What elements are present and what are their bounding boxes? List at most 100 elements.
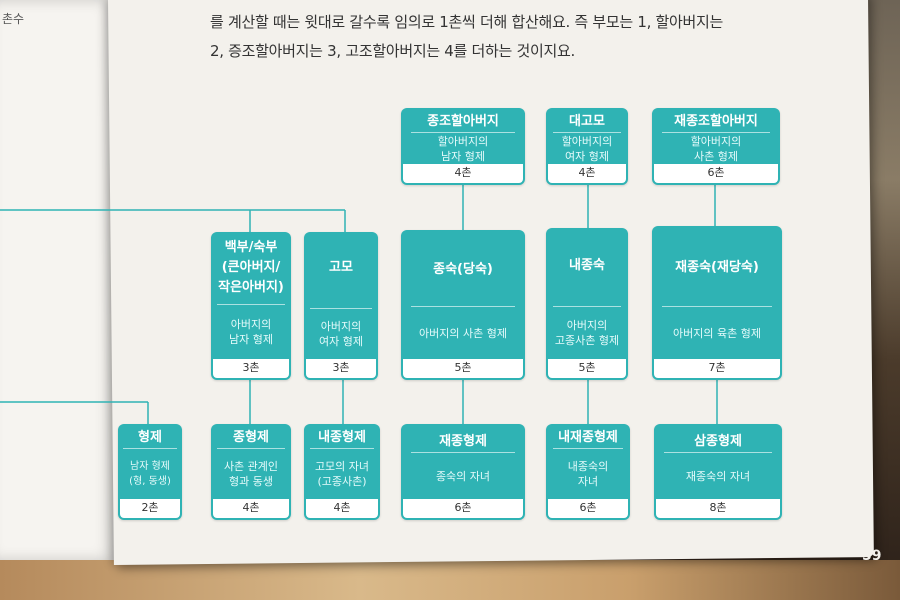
box-separator bbox=[410, 452, 516, 453]
box-desc: 아버지의 사촌 형제 bbox=[419, 326, 507, 340]
box-desc-line: 할아버지의 bbox=[561, 134, 613, 148]
box-desc-line: 남자 형제 bbox=[229, 333, 273, 346]
box-chon: 5촌 bbox=[548, 359, 626, 378]
box-desc-line: 사촌 형제 bbox=[694, 149, 738, 163]
box-chon: 3촌 bbox=[213, 359, 289, 378]
box-desc-line: 여자 형제 bbox=[565, 149, 609, 163]
box-baekbu-sukbu: 백부/숙부 (큰아버지/ 작은아버지) 아버지의 남자 형제 3촌 bbox=[211, 232, 291, 380]
box-separator bbox=[552, 306, 622, 307]
box-chon: 4촌 bbox=[403, 164, 523, 183]
box-name: 재종조할아버지 bbox=[674, 114, 758, 129]
box-name: 재종형제 bbox=[439, 434, 487, 449]
box-desc: 사촌 관계인 형과 동생 bbox=[220, 449, 282, 499]
box-chon: 5촌 bbox=[403, 359, 523, 378]
box-separator bbox=[552, 448, 624, 449]
page-number: 59 bbox=[862, 548, 882, 564]
box-desc: 아버지의 고종사촌 형제 bbox=[551, 307, 623, 359]
box-jaejongjo-harabeoji: 재종조할아버지 할아버지의 사촌 형제 6촌 bbox=[652, 108, 780, 185]
box-chon: 7촌 bbox=[654, 359, 780, 378]
box-chon: 8촌 bbox=[656, 499, 780, 518]
box-desc: 남자 형제 (형, 동생) bbox=[125, 449, 175, 499]
box-desc-line: 남자 형제 bbox=[441, 149, 485, 163]
box-separator bbox=[410, 306, 516, 307]
intro-line-1: 를 계산할 때는 윗대로 갈수록 임의로 1촌씩 더해 합산해요. 즉 부모는 … bbox=[210, 13, 724, 31]
box-desc-line: (형, 동생) bbox=[129, 476, 171, 487]
box-jaejonghyeongje: 재종형제 종숙의 자녀 6촌 bbox=[401, 424, 525, 520]
box-separator bbox=[662, 306, 772, 307]
box-desc-line: 여자 형제 bbox=[319, 335, 363, 348]
box-name: 종숙(당숙) bbox=[433, 262, 493, 277]
box-chon: 6촌 bbox=[654, 164, 778, 183]
box-desc-line: 할아버지의 bbox=[690, 134, 742, 148]
box-desc: 할아버지의 여자 형제 bbox=[558, 133, 617, 164]
box-separator bbox=[410, 132, 516, 133]
background-table bbox=[0, 560, 900, 600]
box-chon: 4촌 bbox=[213, 499, 289, 518]
box-name-line: 백부/숙부 bbox=[224, 240, 278, 255]
box-desc-line: 아버지의 bbox=[230, 318, 272, 331]
box-desc-line: 고모의 자녀 bbox=[314, 460, 370, 473]
box-name: 내재종형제 bbox=[558, 430, 618, 445]
box-desc-line: 사촌 관계인 bbox=[223, 460, 279, 473]
box-chon: 4촌 bbox=[306, 499, 378, 518]
box-name-line: 작은아버지) bbox=[218, 280, 284, 295]
box-gomo: 고모 아버지의 여자 형제 3촌 bbox=[304, 232, 378, 380]
box-desc: 종숙의 자녀 bbox=[435, 469, 491, 483]
box-separator bbox=[664, 452, 772, 453]
box-naejaejonghyeongje: 내재종형제 내종숙의 자녀 6촌 bbox=[546, 424, 630, 520]
box-desc-line: 형과 동생 bbox=[229, 475, 273, 488]
box-jeungjo-harabeoji: 종조할아버지 할아버지의 남자 형제 4촌 bbox=[401, 108, 525, 185]
box-name-line: (큰아버지/ bbox=[221, 260, 281, 275]
box-jonghyeongje: 종형제 사촌 관계인 형과 동생 4촌 bbox=[211, 424, 291, 520]
box-jongsuk: 종숙(당숙) 아버지의 사촌 형제 5촌 bbox=[401, 230, 525, 380]
box-naejongsuk: 내종숙 아버지의 고종사촌 형제 5촌 bbox=[546, 228, 628, 380]
box-desc-line: (고종사촌) bbox=[317, 475, 367, 488]
box-separator bbox=[309, 308, 373, 309]
box-name: 삼종형제 bbox=[694, 434, 742, 449]
box-name: 대고모 bbox=[569, 114, 605, 129]
box-separator bbox=[552, 132, 622, 133]
box-naejonghyeongje: 내종형제 고모의 자녀 (고종사촌) 4촌 bbox=[304, 424, 380, 520]
box-desc-line: 고종사촌 형제 bbox=[554, 334, 620, 347]
box-chon: 3촌 bbox=[306, 359, 376, 378]
box-separator bbox=[662, 132, 770, 133]
box-chon: 4촌 bbox=[548, 164, 626, 183]
box-desc: 고모의 자녀 (고종사촌) bbox=[311, 449, 373, 499]
box-name: 내종형제 bbox=[318, 430, 366, 445]
box-name: 형제 bbox=[138, 430, 162, 445]
box-name: 고모 bbox=[329, 260, 353, 275]
box-hyeongje: 형제 남자 형제 (형, 동생) 2촌 bbox=[118, 424, 182, 520]
box-name: 내종숙 bbox=[569, 258, 605, 273]
box-separator bbox=[217, 304, 285, 305]
box-desc: 내종숙의 자녀 bbox=[564, 449, 612, 499]
box-chon: 6촌 bbox=[548, 499, 628, 518]
box-separator bbox=[310, 448, 374, 449]
box-desc: 아버지의 여자 형제 bbox=[315, 309, 367, 359]
box-desc: 아버지의 육촌 형제 bbox=[673, 326, 761, 340]
box-desc-line: 남자 형제 bbox=[130, 461, 170, 472]
box-desc: 재종숙의 자녀 bbox=[685, 469, 751, 483]
box-desc: 할아버지의 남자 형제 bbox=[434, 133, 493, 164]
box-desc-line: 아버지의 bbox=[566, 319, 608, 332]
box-desc-line: 아버지의 bbox=[320, 320, 362, 333]
box-desc-line: 내종숙의 bbox=[567, 460, 609, 473]
box-daego: 대고모 할아버지의 여자 형제 4촌 bbox=[546, 108, 628, 185]
box-name: 재종숙(재당숙) bbox=[675, 260, 759, 275]
box-desc-line: 할아버지의 bbox=[437, 134, 489, 148]
box-separator bbox=[217, 448, 285, 449]
box-name: 종형제 bbox=[233, 430, 269, 445]
box-name: 백부/숙부 (큰아버지/ 작은아버지) bbox=[214, 232, 288, 298]
left-page: 촌수 bbox=[0, 0, 118, 560]
left-page-fragment: 촌수 bbox=[2, 12, 25, 26]
box-desc: 할아버지의 사촌 형제 bbox=[687, 133, 746, 164]
intro-line-2: 2, 증조할아버지는 3, 고조할아버지는 4를 더하는 것이지요. bbox=[210, 42, 575, 60]
box-chon: 6촌 bbox=[403, 499, 523, 518]
box-desc: 아버지의 남자 형제 bbox=[225, 305, 277, 359]
box-desc-line: 자녀 bbox=[577, 475, 599, 488]
box-samjonghyeongje: 삼종형제 재종숙의 자녀 8촌 bbox=[654, 424, 782, 520]
box-separator bbox=[123, 448, 177, 449]
box-chon: 2촌 bbox=[120, 499, 180, 518]
box-name: 종조할아버지 bbox=[427, 114, 499, 129]
intro-text: 를 계산할 때는 윗대로 갈수록 임의로 1촌씩 더해 합산해요. 즉 부모는 … bbox=[210, 8, 810, 66]
